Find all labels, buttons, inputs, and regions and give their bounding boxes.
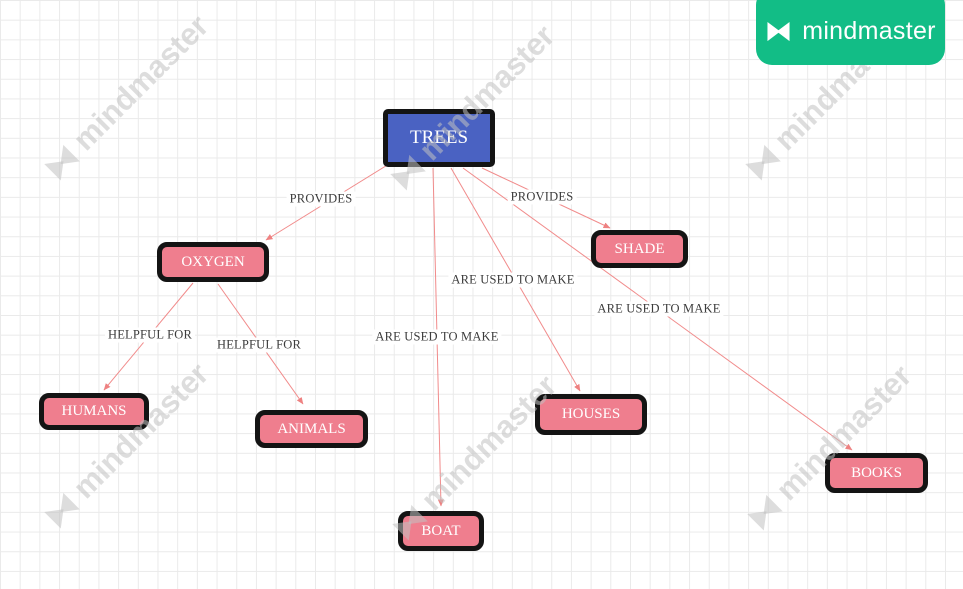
node-boat[interactable]: BOAT	[398, 511, 484, 551]
node-label: OXYGEN	[181, 253, 245, 270]
node-label: SHADE	[614, 240, 665, 257]
mindmaster-logo-icon	[767, 21, 790, 42]
node-animals[interactable]: ANIMALS	[255, 410, 368, 448]
node-label: ANIMALS	[277, 420, 346, 437]
node-books[interactable]: BOOKS	[825, 453, 928, 493]
edge-label-0: PROVIDES	[286, 191, 356, 207]
node-label: HOUSES	[561, 406, 621, 422]
mindmaster-logo-text: mindmaster	[802, 17, 936, 45]
edge-label-2: ARE USED TO MAKE	[448, 272, 578, 288]
node-houses[interactable]: HOUSES	[535, 394, 647, 435]
node-label: BOAT	[421, 522, 461, 539]
mindmaster-logo-badge: mindmaster	[756, 0, 945, 65]
node-label: HUMANS	[61, 403, 127, 419]
node-shade[interactable]: SHADE	[591, 230, 688, 268]
edge-label-5: HELPFUL FOR	[104, 327, 196, 343]
node-oxygen[interactable]: OXYGEN	[157, 242, 269, 282]
edge-label-4: ARE USED TO MAKE	[372, 329, 502, 345]
edge-label-3: ARE USED TO MAKE	[594, 301, 724, 317]
node-label: TREES	[409, 127, 469, 148]
node-humans[interactable]: HUMANS	[39, 393, 149, 430]
node-label: BOOKS	[851, 464, 902, 481]
edge-label-6: HELPFUL FOR	[213, 337, 305, 353]
edge-label-1: PROVIDES	[507, 189, 577, 205]
node-trees[interactable]: TREES	[383, 109, 495, 167]
